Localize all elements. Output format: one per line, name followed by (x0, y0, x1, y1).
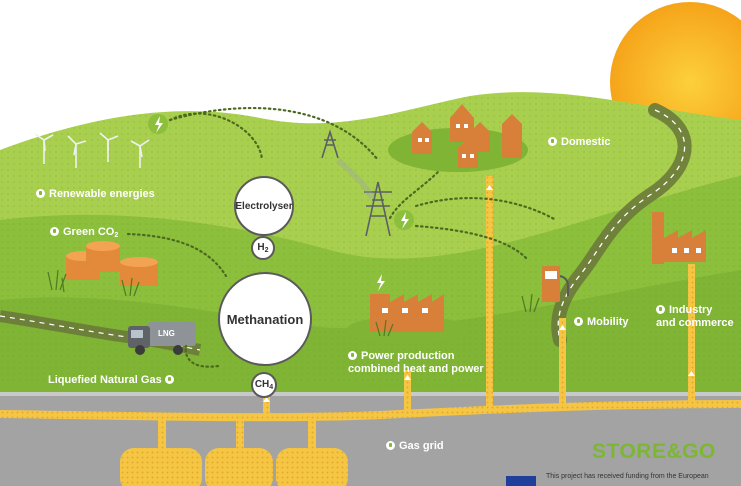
wind-turbine-icon (34, 132, 150, 168)
electrolyser-node: Electrolyser (234, 176, 294, 236)
mobility-label: Mobility (574, 316, 629, 329)
pylon-glow (336, 157, 375, 200)
eu-flag-icon (506, 476, 536, 486)
info-icon (574, 317, 583, 326)
storage-tank-icon (66, 241, 158, 286)
power-production-label: Power production combined heat and power (348, 350, 484, 375)
power-pylon-icon (321, 129, 392, 237)
h2-label: H2 (257, 242, 269, 254)
info-icon (50, 227, 59, 236)
info-icon (164, 375, 174, 384)
ground-strip (0, 392, 741, 396)
gas-grid-pipe (0, 400, 741, 422)
brand-logo: STORE&GO (592, 440, 716, 463)
info-icon (656, 305, 665, 314)
electrolyser-label: Electrolyser (235, 200, 293, 212)
lng-truck-icon (128, 322, 196, 355)
info-icon (386, 441, 395, 450)
house-icon (388, 104, 528, 172)
vertical-pipes (263, 176, 695, 416)
info-icon (348, 351, 357, 360)
methanation-node: Methanation (218, 272, 312, 366)
renewable-energies-label: Renewable energies (36, 188, 155, 201)
methanation-label: Methanation (226, 311, 304, 327)
pipe-arrows (263, 185, 695, 402)
lightning-icon (148, 114, 414, 292)
green-co2-label: Green CO2 (50, 226, 118, 242)
fuel-pump-icon (542, 266, 569, 302)
ch4-label: CH4 (254, 379, 274, 391)
gas-grid-label: Gas grid (386, 440, 444, 453)
info-icon (36, 189, 45, 198)
info-icon (548, 137, 557, 146)
storage-pipes (158, 414, 316, 450)
domestic-label: Domestic (548, 136, 611, 149)
grass-tufts (47, 269, 540, 337)
ch4-node: CH4 (251, 372, 277, 398)
factory-icon (346, 294, 470, 344)
gas-storage (120, 448, 348, 486)
h2-node: H2 (251, 236, 275, 260)
lng-label: Liquefied Natural Gas (48, 374, 178, 387)
lng-truck-label: LNG (158, 329, 175, 338)
funding-notice: This project has received funding from t… (546, 473, 709, 480)
flow-arrows (126, 106, 558, 368)
industry-icon (652, 212, 706, 264)
industry-label: Industry and commerce (656, 304, 734, 329)
